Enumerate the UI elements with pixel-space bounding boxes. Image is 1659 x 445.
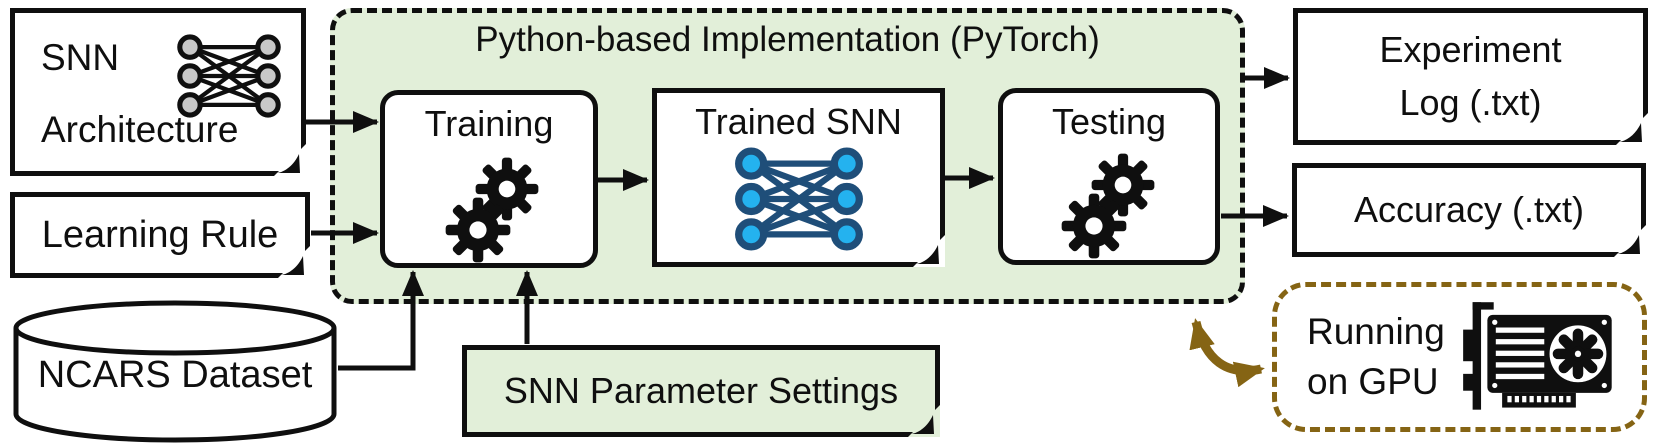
snn-parameter-settings-box: SNN Parameter Settings (462, 345, 940, 437)
trained-snn-box: Trained SNN (652, 88, 945, 267)
snn-parameter-settings-label: SNN Parameter Settings (503, 370, 899, 411)
training-box: Training (380, 90, 598, 268)
experiment-log-label-line2: Log (.txt) (1399, 81, 1542, 123)
accuracy-box: Accuracy (.txt) (1292, 163, 1646, 257)
snn-architecture-box: SNN Architecture (10, 8, 306, 176)
page-fold-icon (278, 246, 310, 278)
running-on-gpu-box: Running on GPU (1272, 282, 1647, 432)
gear-icon (475, 157, 539, 221)
graphics-card-icon (1462, 302, 1612, 410)
snn-architecture-label-line2: Architecture (41, 109, 239, 150)
page-fold-icon (1616, 113, 1648, 145)
accuracy-label: Accuracy (.txt) (1353, 189, 1585, 230)
ncars-dataset-cylinder: NCARS Dataset (10, 298, 340, 444)
neural-network-icon (177, 34, 281, 118)
experiment-log-box: Experiment Log (.txt) (1293, 8, 1648, 145)
snn-architecture-label-line1: SNN (41, 37, 120, 78)
gpu-note-line2: on GPU (1307, 361, 1439, 402)
gear-icon (1091, 153, 1155, 217)
page-fold-icon (274, 144, 306, 176)
database-cylinder-icon (13, 300, 337, 443)
gpu-note-line1: Running (1307, 311, 1445, 353)
gear-icon (1061, 193, 1127, 259)
learning-rule-box: Learning Rule (10, 192, 310, 278)
testing-label: Testing (1051, 101, 1167, 142)
learning-rule-label: Learning Rule (41, 213, 279, 256)
trained-snn-label: Trained SNN (695, 101, 902, 142)
ncars-dataset-label: NCARS Dataset (37, 354, 313, 396)
neural-network-icon (734, 147, 863, 251)
gpu-link-double-arrow (1189, 318, 1265, 388)
page-fold-icon (913, 235, 945, 267)
page-fold-icon (908, 405, 940, 437)
experiment-log-label-line1: Experiment (1379, 29, 1562, 71)
testing-box: Testing (998, 88, 1220, 265)
pipeline-title: Python-based Implementation (PyTorch) (475, 20, 1100, 59)
page-fold-icon (1614, 225, 1646, 257)
gear-icon (445, 197, 511, 263)
training-label: Training (424, 103, 554, 144)
